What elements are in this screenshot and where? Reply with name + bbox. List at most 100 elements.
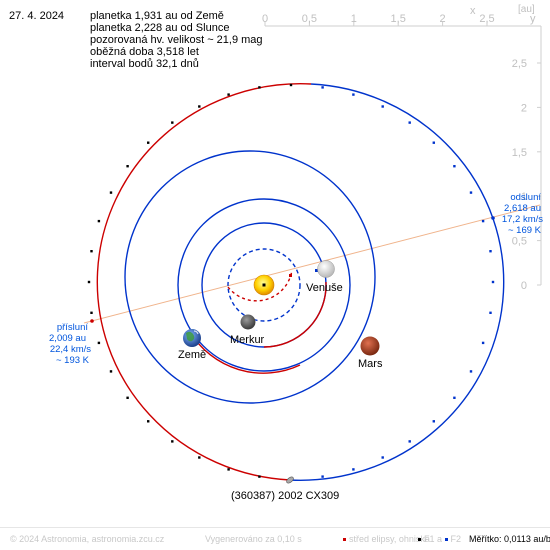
axis-unit-label: [au]	[518, 4, 535, 15]
orbit-point	[198, 456, 201, 459]
mars-planet	[360, 336, 380, 356]
asteroid-label: (360387) 2002 CX309	[231, 490, 339, 502]
mercury-orbit-red	[227, 269, 293, 302]
orbit-point	[289, 83, 293, 87]
orbit-point	[90, 311, 93, 314]
y-tick-label: 1	[521, 191, 527, 203]
perihelion-speed: 22,4 km/s	[50, 344, 91, 355]
planet-orbits	[124, 150, 376, 404]
earth-orbit	[177, 198, 351, 372]
axis-ticks	[264, 22, 541, 286]
orbit-point	[97, 341, 101, 345]
sun	[253, 274, 275, 296]
scale-label: Měřítko: 0,0113 au/bod	[469, 534, 550, 544]
perihelion-marker	[90, 319, 94, 323]
axis-x-label: x	[470, 5, 476, 17]
info-point-interval: interval bodů 32,1 dnů	[90, 58, 199, 70]
mars-label: Mars	[358, 358, 383, 370]
y-tick-label: 2	[521, 102, 527, 114]
orbit-point	[97, 219, 101, 223]
orbit-point	[321, 86, 324, 89]
perihelion-info: přísluní 2,009 au 22,4 km/s ~ 193 K	[49, 322, 91, 366]
orbit-point	[491, 280, 495, 284]
venus-planet	[317, 260, 335, 278]
orbit-point	[147, 141, 150, 144]
legend-foci: F1 a F2	[418, 534, 461, 544]
orbit-point	[171, 440, 174, 443]
aphelion-label: odsluní	[510, 192, 541, 203]
axis-frame	[265, 25, 542, 285]
x-tick-label: 0,5	[302, 13, 317, 25]
orbit-point	[227, 93, 230, 96]
orbit-point	[352, 93, 355, 96]
mercury-label: Merkur	[230, 334, 265, 346]
orbit-point	[147, 420, 150, 423]
copyright-link[interactable]: © 2024 Astronomia, astronomia.zcu.cz	[10, 534, 165, 544]
orbit-point	[198, 105, 201, 108]
orbit-point	[258, 475, 261, 478]
perihelion-temperature: ~ 193 K	[56, 355, 90, 366]
orbit-point	[109, 370, 113, 373]
orbit-point	[109, 191, 113, 194]
perihelion-label: přísluní	[57, 322, 89, 333]
x-tick-label: 2	[440, 13, 446, 25]
legend-ellipse-center: střed elipsy, ohniska	[343, 534, 430, 544]
orbit-point	[489, 250, 492, 253]
legend-blue-dot	[444, 538, 448, 542]
footer: © 2024 Astronomia, astronomia.zcu.cz Vyg…	[0, 527, 550, 550]
mercury-planet	[240, 314, 256, 330]
generation-time: Vygenerováno za 0,10 s	[205, 534, 302, 544]
y-tick-label: 2,5	[512, 58, 527, 70]
y-tick-label: 0	[521, 280, 527, 292]
orbit-point	[481, 219, 485, 223]
perihelion-distance: 2,009 au	[49, 333, 86, 344]
asteroid-orbit-points	[87, 83, 495, 481]
orbit-point	[352, 468, 355, 471]
y-tick-label: 1,5	[512, 147, 527, 159]
orbit-point	[469, 370, 473, 373]
x-tick-label: 0	[262, 13, 268, 25]
apsis-line	[83, 204, 541, 324]
orbit-point	[258, 86, 261, 89]
orbit-point	[126, 165, 129, 168]
orbit-point	[227, 468, 230, 471]
asteroid-info-panel: planetka 1,931 au od Země planetka 2,228…	[90, 10, 263, 70]
legend-red-dot	[343, 538, 346, 542]
orbit-point	[469, 191, 473, 194]
earth-planet	[183, 329, 201, 347]
orbit-point	[381, 105, 384, 108]
axis-y-label: y	[530, 13, 536, 25]
mercury-orbit	[227, 248, 301, 322]
aphelion-marker	[491, 216, 495, 220]
orbit-point	[381, 456, 384, 459]
earth-label: Země	[178, 349, 206, 361]
orbit-point	[432, 141, 435, 144]
aphelion-info: odsluní 2,618 au 17,2 km/s ~ 169 K	[502, 192, 543, 236]
orbit-point	[321, 475, 324, 478]
earth-orbit-red	[189, 331, 301, 374]
orbit-point	[87, 280, 91, 284]
aphelion-speed: 17,2 km/s	[502, 214, 543, 225]
x-tick-label: 2,5	[479, 13, 494, 25]
info-distance-earth: planetka 1,931 au od Země	[90, 10, 224, 22]
orbit-point	[432, 420, 435, 423]
orbit-point	[126, 396, 129, 399]
legend-black-dot	[418, 538, 421, 542]
orbit-point	[489, 311, 492, 314]
asteroid-orbit	[96, 83, 505, 481]
aphelion-temperature: ~ 169 K	[508, 225, 542, 236]
x-tick-label: 1	[351, 13, 357, 25]
aphelion-distance: 2,618 au	[504, 203, 541, 214]
asteroid-icon	[286, 476, 294, 484]
venus-orbit-red	[263, 281, 327, 348]
orbit-point	[408, 121, 411, 124]
x-tick-label: 1,5	[391, 13, 406, 25]
orbit-point	[171, 121, 174, 124]
info-distance-sun: planetka 2,228 au od Slunce	[90, 22, 230, 34]
orbit-point	[90, 250, 93, 253]
date-label: 27. 4. 2024	[9, 10, 65, 22]
orbit-point	[453, 396, 456, 399]
orbit-point	[408, 440, 411, 443]
